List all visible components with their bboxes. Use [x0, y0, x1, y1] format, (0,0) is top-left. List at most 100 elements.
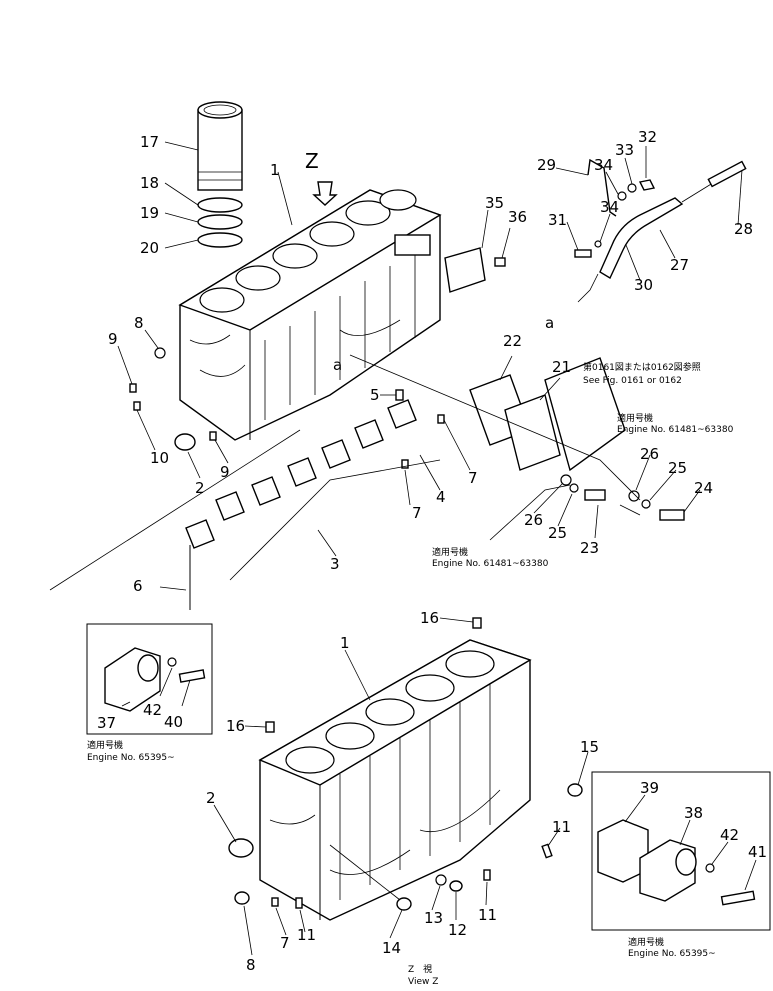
- cylinder-liner: [197, 101, 243, 191]
- part-number-labels: Z a a 17 18 19 20 1 35 36 29 34 33 32 31…: [97, 128, 767, 974]
- plug-8: [154, 347, 166, 359]
- pin-7b: [437, 414, 445, 424]
- dipstick-assembly: [574, 158, 747, 303]
- plug-2b: [228, 838, 254, 858]
- label-8-upper: 8: [134, 314, 144, 332]
- label-37: 37: [97, 714, 116, 732]
- label-26-left: 26: [524, 511, 543, 529]
- pin-7c: [271, 897, 279, 907]
- label-33: 33: [615, 141, 634, 159]
- label-42-right: 42: [720, 826, 739, 844]
- view-title-en: View Z: [408, 977, 438, 987]
- pin-9b: [209, 431, 217, 441]
- connector-a-lower: a: [333, 356, 342, 374]
- plug-14: [396, 897, 412, 911]
- label-31: 31: [548, 211, 567, 229]
- label-19: 19: [140, 204, 159, 222]
- label-18: 18: [140, 174, 159, 192]
- label-4: 4: [436, 488, 446, 506]
- label-42-left: 42: [143, 701, 162, 719]
- label-20: 20: [140, 239, 159, 257]
- label-28: 28: [734, 220, 753, 238]
- pin-9: [129, 383, 137, 393]
- plug-12: [449, 880, 463, 892]
- label-1-upper: 1: [270, 161, 280, 179]
- label-13: 13: [424, 909, 443, 927]
- plug-2: [174, 433, 196, 451]
- note-see-fig-en: See Fig. 0161 or 0162: [583, 376, 682, 386]
- label-16-left: 16: [226, 717, 245, 735]
- note-see-fig-jp: 第0161図または0162図参照: [583, 361, 701, 373]
- cover-21: [504, 394, 561, 471]
- label-6: 6: [133, 577, 143, 595]
- label-22: 22: [503, 332, 522, 350]
- label-1-lower: 1: [340, 634, 350, 652]
- cover-35: [444, 247, 486, 293]
- label-11-mid: 11: [478, 906, 497, 924]
- label-14: 14: [382, 939, 401, 957]
- view-letter-z: Z: [305, 149, 319, 173]
- bracket-21: [544, 357, 626, 472]
- label-24: 24: [694, 479, 713, 497]
- main-bearing-caps: [185, 399, 417, 549]
- inset-box-right: [591, 771, 771, 931]
- label-34-mid: 34: [600, 198, 619, 216]
- pin-11a: [541, 843, 553, 859]
- o-ring-18: [197, 197, 243, 213]
- cylinder-block-upper: [178, 189, 442, 441]
- label-2-lower: 2: [206, 789, 216, 807]
- label-9-lower: 9: [220, 463, 230, 481]
- label-23: 23: [580, 539, 599, 557]
- label-7-right: 7: [468, 469, 478, 487]
- plug-8b: [234, 891, 250, 905]
- label-2-upper: 2: [195, 479, 205, 497]
- label-40: 40: [164, 713, 183, 731]
- label-17: 17: [140, 133, 159, 151]
- label-16-top: 16: [420, 609, 439, 627]
- washer-13: [435, 874, 447, 886]
- label-25-right: 25: [668, 459, 687, 477]
- label-29: 29: [537, 156, 556, 174]
- bolt-24: [659, 509, 685, 521]
- label-3: 3: [330, 555, 340, 573]
- pin-16a: [472, 617, 482, 629]
- leader-lines-upper: [49, 141, 743, 591]
- label-5: 5: [370, 386, 380, 404]
- leader-lines-lower: [213, 617, 589, 956]
- label-25-left: 25: [548, 524, 567, 542]
- label-30: 30: [634, 276, 653, 294]
- label-7-mid: 7: [412, 504, 422, 522]
- pin-16b: [265, 721, 275, 733]
- note-applic-jp-4: 適用号機: [628, 936, 664, 948]
- bolt-23: [584, 489, 606, 501]
- note-applic-en-2: Engine No. 61481~63380: [432, 559, 549, 569]
- plug-15: [567, 783, 583, 797]
- applicability-notes: 第0161図または0162図参照 See Fig. 0161 or 0162 適…: [87, 361, 734, 987]
- connector-a-upper: a: [545, 314, 554, 332]
- label-26-right: 26: [640, 445, 659, 463]
- note-applic-en-4: Engine No. 65395~: [628, 949, 716, 959]
- label-35: 35: [485, 194, 504, 212]
- bolt-36: [494, 257, 506, 267]
- label-8-lower: 8: [246, 956, 256, 974]
- note-applic-jp-3: 適用号機: [87, 739, 123, 751]
- label-10: 10: [150, 449, 169, 467]
- note-applic-en-1: Engine No. 61481~63380: [617, 425, 734, 435]
- note-applic-en-3: Engine No. 65395~: [87, 753, 175, 763]
- label-11-left: 11: [297, 926, 316, 944]
- pin-7a: [401, 459, 409, 469]
- note-applic-jp-1: 適用号機: [617, 412, 653, 424]
- label-36: 36: [508, 208, 527, 226]
- o-ring-19: [197, 214, 243, 230]
- cylinder-block-lower: [258, 639, 532, 921]
- label-41: 41: [748, 843, 767, 861]
- label-7-lower: 7: [280, 934, 290, 952]
- inset-box-left: [86, 623, 213, 735]
- note-applic-jp-2: 適用号機: [432, 546, 468, 558]
- pin-11c: [295, 897, 303, 909]
- view-title-jp: Z 視: [408, 963, 432, 975]
- label-15: 15: [580, 738, 599, 756]
- pin-11b: [483, 869, 491, 881]
